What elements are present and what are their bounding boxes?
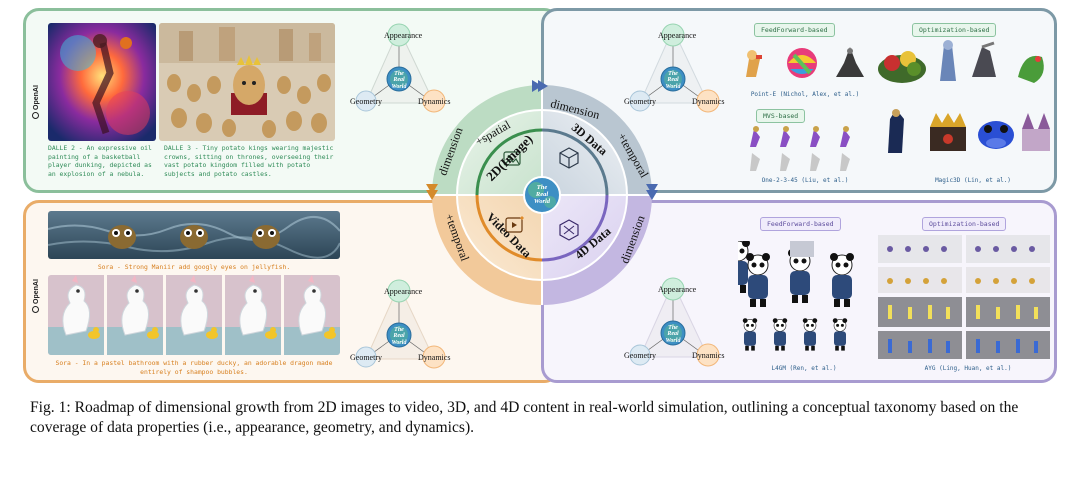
tag-optimization: Optimization-based bbox=[922, 217, 1007, 231]
spiral-icon bbox=[559, 219, 579, 241]
one2345-samples bbox=[750, 126, 850, 171]
appearance-label: Appearance bbox=[384, 31, 423, 40]
property-triangle: Appearance Geometry Dynamics The Real Wo… bbox=[622, 17, 724, 127]
property-triangle: Appearance Geometry Dynamics The Real Wo… bbox=[348, 273, 451, 380]
wheel-graphic bbox=[426, 80, 658, 305]
figure-caption: Fig. 1: Roadmap of dimensional growth fr… bbox=[30, 399, 1019, 436]
magic3d-label: Magic3D (Lin, et al.) bbox=[935, 177, 1011, 184]
openai-logo-icon bbox=[32, 306, 39, 313]
geometry-label: Geometry bbox=[624, 97, 656, 106]
appearance-label: Appearance bbox=[658, 31, 697, 40]
geometry-label: Geometry bbox=[350, 97, 382, 106]
pointe-label: Point-E (Nichol, Alex, et al.) bbox=[750, 91, 860, 98]
openai-brand: OpenAI bbox=[32, 279, 40, 313]
property-triangle: Appearance Geometry Dynamics The Real Wo… bbox=[348, 17, 450, 127]
pointe-samples bbox=[746, 47, 864, 78]
panel-2d-image: OpenAI bbox=[23, 8, 560, 193]
sora-dragon-frames bbox=[48, 275, 340, 355]
ayg-samples bbox=[878, 235, 1050, 359]
image-icon bbox=[503, 151, 521, 166]
real-world-badge: The Real World bbox=[665, 71, 681, 90]
triangle-graph bbox=[355, 279, 446, 369]
dalle3-image bbox=[159, 23, 335, 141]
dalle2-image bbox=[48, 23, 156, 141]
dynamics-label: Dynamics bbox=[418, 97, 451, 106]
triangle-graph bbox=[629, 277, 720, 367]
real-world-badge: The Real World bbox=[391, 71, 407, 90]
tag-optimization: Optimization-based bbox=[912, 23, 997, 37]
sora-jellyfish-caption: Sora - Strong Maniir add googly eyes on … bbox=[97, 263, 291, 271]
tag-mvs: MVS-based bbox=[756, 109, 806, 123]
center-real-world: The Real World bbox=[533, 184, 551, 205]
openai-logo-icon bbox=[32, 112, 39, 119]
dalle3-caption: DALLE 3 - Tiny potato kings wearing maje… bbox=[164, 144, 334, 178]
dalle2-caption: DALLE 2 - An expressive oil painting of … bbox=[48, 144, 152, 178]
sora-jellyfish-strip bbox=[48, 211, 340, 259]
l4gm-label: L4GM (Ren, et al.) bbox=[771, 365, 837, 372]
appearance-label: Appearance bbox=[658, 285, 697, 294]
geometry-label: Geometry bbox=[350, 353, 382, 362]
panel-3d-data: Appearance Geometry Dynamics The Real Wo… bbox=[541, 8, 1057, 193]
real-world-badge: The Real World bbox=[665, 325, 681, 344]
dynamics-label: Dynamics bbox=[692, 351, 725, 360]
dynamics-label: Dynamics bbox=[692, 97, 725, 106]
cube-icon bbox=[559, 147, 579, 169]
real-world-badge: The Real World bbox=[391, 327, 407, 346]
dynamics-label: Dynamics bbox=[418, 353, 451, 362]
geometry-label: Geometry bbox=[624, 351, 656, 360]
dimension-wheel: +spatial dimension +temporal dimension +… bbox=[422, 80, 662, 310]
openai-brand: OpenAI bbox=[32, 85, 40, 119]
tag-feedforward: FeedForward-based bbox=[760, 217, 841, 231]
sora-dragon-caption: Sora - In a pastel bathroom with a rubbe… bbox=[55, 359, 333, 376]
tag-feedforward: FeedForward-based bbox=[754, 23, 835, 37]
appearance-label: Appearance bbox=[384, 287, 423, 296]
one2345-label: One-2-3-45 (Liu, et al.) bbox=[761, 177, 849, 184]
ayg-label: AYG (Ling, Huan, et al.) bbox=[924, 365, 1012, 372]
triangle-graph bbox=[629, 23, 720, 113]
property-triangle: Appearance Geometry Dynamics The Real Wo… bbox=[622, 271, 725, 380]
l4gm-samples bbox=[738, 241, 855, 351]
triangle-graph bbox=[355, 23, 446, 113]
magic3d-samples bbox=[878, 40, 1050, 153]
video-icon bbox=[505, 216, 524, 233]
